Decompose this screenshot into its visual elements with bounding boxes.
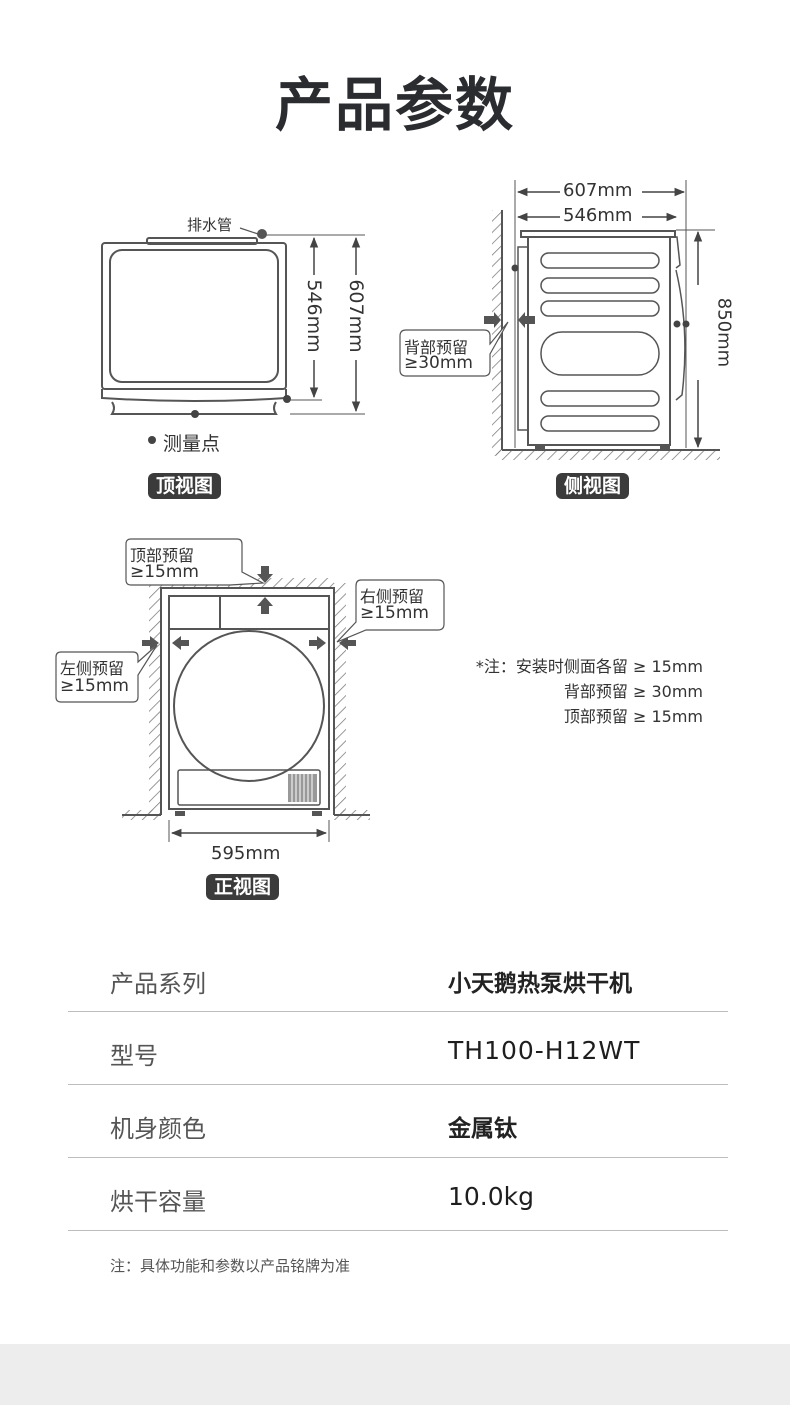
dim-595-horizontal: 595mm (211, 843, 281, 864)
dim-546-vertical: 546mm (303, 279, 325, 353)
note-line-back: 背部预留 ≥ 30mm (563, 682, 703, 701)
dim-607-horizontal: 607mm (563, 180, 633, 201)
measure-point-legend: 测量点 (163, 433, 221, 455)
left-clearance-line2: ≥15mm (60, 676, 129, 696)
top-view-diagram (101, 227, 365, 444)
dim-607-vertical: 607mm (345, 279, 367, 353)
spec-value: 小天鹅热泵烘干机 (448, 971, 632, 997)
drain-pipe-label: 排水管 (187, 216, 233, 234)
front-view-diagram (55, 538, 445, 842)
spec-label: 产品系列 (110, 970, 206, 998)
back-clearance-line2: ≥30mm (404, 353, 473, 373)
note-line-top: 顶部预留 ≥ 15mm (563, 707, 703, 726)
top-clearance-line1: 顶部预留 (130, 546, 195, 565)
front-view-badge: 正视图 (206, 874, 280, 900)
spec-row-color: 机身颜色 金属钛 (68, 1085, 728, 1158)
spec-table: 产品系列 小天鹅热泵烘干机 型号 TH100-H12WT 机身颜色 金属钛 烘干… (68, 940, 728, 1231)
page-title: 产品参数 (274, 71, 515, 139)
footer-band (0, 1344, 790, 1405)
right-clearance-line2: ≥15mm (360, 603, 429, 623)
spec-label: 型号 (110, 1042, 158, 1070)
back-clearance-line1: 背部预留 (404, 338, 469, 357)
left-clearance-line1: 左侧预留 (60, 659, 125, 678)
spec-value: 10.0kg (448, 1182, 535, 1211)
dim-546-horizontal: 546mm (563, 205, 633, 226)
installation-note: *注：安装时侧面各留 ≥ 15mm 背部预留 ≥ 30mm 顶部预留 ≥ 15m… (476, 654, 703, 729)
dim-850-vertical: 850mm (713, 297, 735, 368)
right-clearance-line1: 右侧预留 (360, 587, 425, 606)
spec-value: 金属钛 (448, 1116, 517, 1142)
spec-value: TH100-H12WT (448, 1036, 641, 1065)
top-clearance-line2: ≥15mm (130, 562, 199, 582)
dimension-diagrams (55, 180, 720, 842)
side-view-diagram (399, 180, 720, 460)
spec-label: 机身颜色 (110, 1115, 206, 1143)
top-view-badge: 顶视图 (148, 473, 222, 499)
spec-row-capacity: 烘干容量 10.0kg (68, 1158, 728, 1231)
note-line-side: *注：安装时侧面各留 ≥ 15mm (475, 657, 703, 676)
footnote: 注：具体功能和参数以产品铭牌为准 (110, 1257, 351, 1275)
spec-row-series: 产品系列 小天鹅热泵烘干机 (68, 940, 728, 1012)
spec-label: 烘干容量 (110, 1188, 206, 1216)
spec-row-model: 型号 TH100-H12WT (68, 1012, 728, 1085)
side-view-badge: 侧视图 (556, 473, 630, 499)
